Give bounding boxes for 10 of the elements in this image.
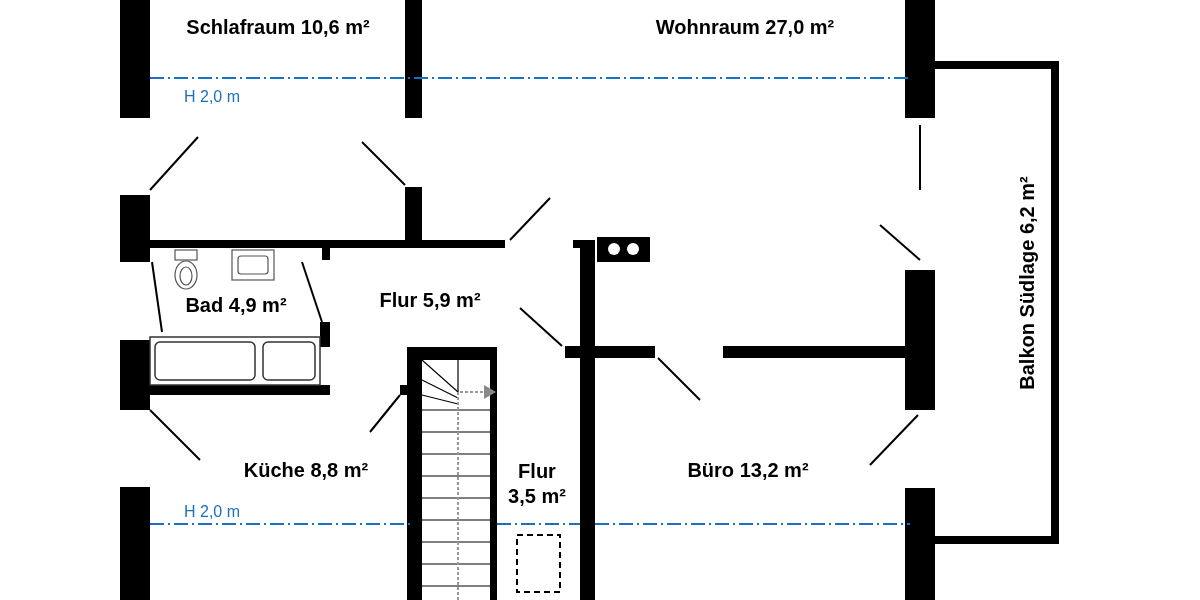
room-label: Balkon Südlage 6,2 m²: [1014, 176, 1039, 390]
height-label: H 2,0 m: [184, 87, 240, 107]
room-label: Wohnraum 27,0 m²: [655, 14, 835, 40]
room-label: Flur 3,5 m²: [507, 459, 567, 509]
room-label: Bad 4,9 m²: [185, 292, 287, 318]
room-label: Flur 5,9 m²: [379, 287, 481, 313]
room-label: Büro 13,2 m²: [687, 457, 809, 483]
room-label: Küche 8,8 m²: [243, 457, 369, 483]
room-label: Schlafraum 10,6 m²: [186, 14, 370, 40]
height-label: H 2,0 m: [184, 502, 240, 522]
